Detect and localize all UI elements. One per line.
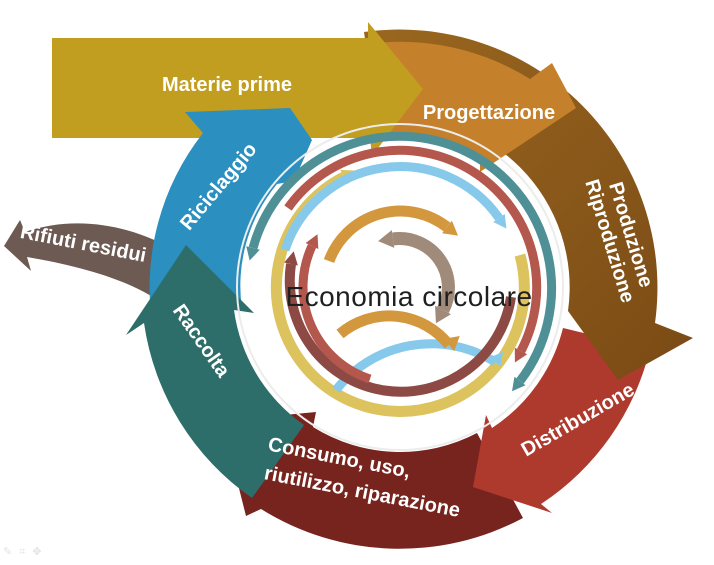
spiral-arrowhead-taupe	[378, 230, 395, 248]
spiral-arrowhead-red	[305, 234, 319, 249]
center-title: Economia circolare	[285, 281, 532, 312]
grid-icon: ⌗	[19, 546, 26, 558]
spiral-arc-orange-top	[323, 205, 451, 263]
materie-prime-arrow	[52, 22, 423, 156]
spiral-arc-red-inner	[298, 244, 372, 384]
progettazione-label: Progettazione	[423, 102, 555, 124]
center-spiral	[246, 131, 557, 417]
spiral-arrowhead-teal	[511, 376, 526, 392]
spiral-arrowhead-orange	[442, 220, 459, 236]
center-disc-edge	[236, 123, 564, 451]
pencil-icon: ✎	[3, 546, 13, 558]
spiral-arc-taupe	[392, 232, 455, 313]
rifiuti-residui-arrow	[4, 220, 178, 303]
distribuzione-arrow	[473, 328, 650, 513]
spiral-arc-orange-bottom	[336, 310, 454, 349]
spiral-arc-maroon	[284, 263, 516, 397]
spiral-arrowhead-lightblue	[489, 351, 504, 367]
spiral-arrowhead-lightblue	[493, 213, 507, 229]
spiral-arc-lightblue-top	[280, 162, 503, 252]
raccolta-arrow	[126, 245, 304, 498]
spiral-arrowhead-maroon	[284, 251, 298, 266]
clover-icon: ✥	[32, 546, 42, 558]
spiral-arrowhead-orange	[443, 336, 460, 352]
spiral-arrowhead-red	[514, 347, 528, 363]
consumo-arrow	[222, 412, 523, 549]
spiral-arc-red-outer	[284, 145, 542, 354]
materie-prime-label: Materie prime	[162, 74, 292, 96]
status-icon-row: ✎ ⌗ ✥	[3, 545, 42, 559]
spiral-arrowhead-taupe	[435, 305, 451, 324]
spiral-arc-teal	[248, 131, 557, 384]
spiral-arrowhead-teal	[246, 246, 260, 261]
